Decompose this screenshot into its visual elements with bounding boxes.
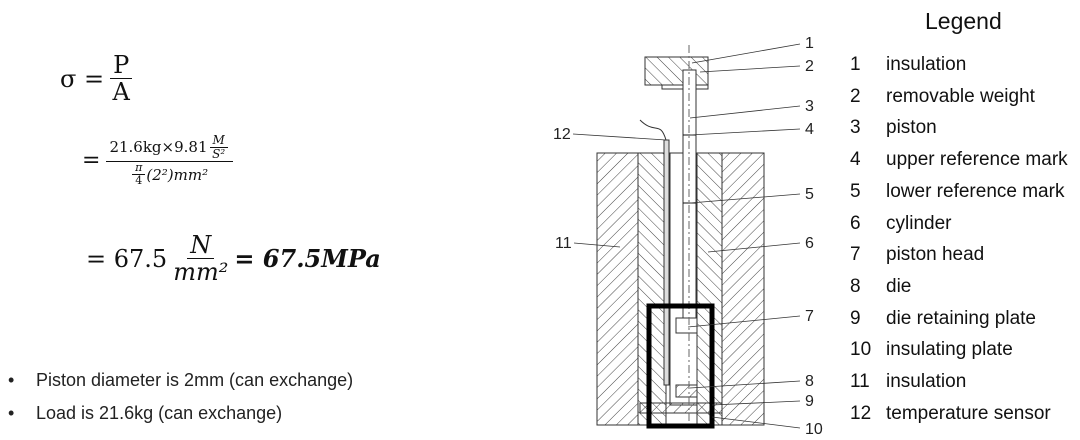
legend-label: upper reference mark: [886, 149, 1068, 171]
die: [675, 384, 698, 398]
denominator: A: [112, 78, 130, 107]
sensor-wire: [639, 119, 667, 141]
callout-8: 8: [805, 373, 814, 390]
legend-number: 5: [850, 180, 861, 202]
legend-title: Legend: [925, 8, 1002, 34]
piston-head: [675, 317, 698, 334]
legend-label: insulation: [886, 371, 967, 392]
callout-1: 1: [805, 35, 814, 52]
legend-number: 7: [850, 244, 861, 266]
four: 4: [135, 174, 143, 188]
legend-number: 2: [850, 85, 861, 107]
highlight-box: [646, 303, 715, 429]
legend-number: 4: [850, 149, 861, 171]
legend-number: 12: [850, 402, 872, 424]
legend-number: 8: [850, 275, 861, 297]
legend-label: die retaining plate: [886, 307, 1036, 329]
die-plate: [639, 402, 723, 414]
legend-number: 9: [850, 307, 861, 329]
callout-12: 12: [553, 126, 571, 143]
temperature-sensor: [663, 139, 670, 386]
bullet-item: •Load is 21.6kg (can exchange): [8, 403, 283, 423]
area-rest: (2²)mm²: [146, 165, 209, 184]
eq-sign: =: [82, 148, 101, 174]
callout-6: 6: [805, 235, 814, 252]
callout-4: 4: [805, 121, 814, 138]
legend-label: temperature sensor: [886, 402, 1051, 424]
callout-11: 11: [555, 235, 572, 252]
callout-9: 9: [805, 393, 814, 410]
bullet-text: Piston diameter is 2mm (can exchange): [36, 370, 354, 390]
callout-5: 5: [805, 186, 814, 203]
numerator: P: [110, 52, 133, 80]
legend-number: 1: [850, 54, 861, 75]
legend-number: 3: [850, 117, 861, 139]
callout-7: 7: [805, 308, 814, 325]
legend-number: 10: [850, 339, 872, 361]
unit-den: S²: [212, 147, 226, 162]
unit-num: M: [209, 133, 228, 149]
force-value: 21.6kg×9.81: [109, 138, 208, 157]
insulation-outer-left: [596, 152, 639, 426]
callout-3: 3: [805, 98, 814, 115]
legend-number: 6: [850, 212, 861, 234]
denominator: mm²: [173, 258, 229, 287]
legend-number: 11: [850, 371, 870, 392]
callout-10: 10: [805, 421, 823, 438]
legend-label: piston head: [886, 244, 985, 266]
legend-label: cylinder: [886, 212, 952, 234]
legend-label: insulation: [886, 54, 967, 75]
legend-label: insulating plate: [886, 339, 1013, 361]
cylinder-left: [637, 152, 667, 426]
legend-label: removable weight: [886, 85, 1035, 107]
legend-label: lower reference mark: [886, 180, 1065, 202]
callout-2: 2: [805, 58, 814, 75]
insulation-outer-right: [721, 152, 765, 426]
pi: π: [132, 162, 146, 176]
bullet-text: Load is 21.6kg (can exchange): [36, 403, 283, 423]
eq-lhs: σ =: [60, 64, 105, 93]
weight: [644, 56, 709, 86]
eq-value: = 67.5: [86, 244, 168, 273]
legend-label: piston: [886, 117, 937, 139]
numerator: N: [187, 232, 215, 260]
result-value: = 67.5MPa: [234, 244, 381, 274]
legend-label: die: [886, 275, 912, 297]
bullet-item: •Piston diameter is 2mm (can exchange): [8, 370, 354, 390]
